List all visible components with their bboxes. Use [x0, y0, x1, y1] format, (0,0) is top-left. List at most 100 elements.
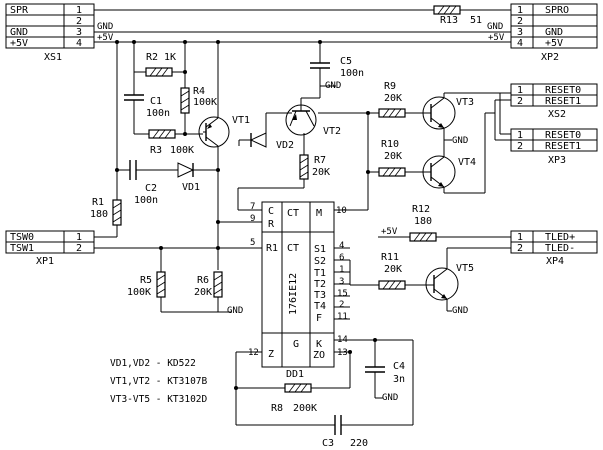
xs1-row2-pin: 2: [76, 16, 82, 27]
capacitor-c5: C5 100n GND: [310, 42, 364, 91]
xp1-row2-pin: 2: [76, 243, 82, 254]
ic-cell-t4: T4: [314, 301, 326, 312]
ic-cell-k: K: [316, 339, 322, 350]
xp2-row2-pin: 2: [517, 16, 523, 27]
r11-value: 20K: [384, 264, 402, 275]
gnd-label-left: GND: [97, 22, 113, 32]
xs2-ref: XS2: [548, 109, 566, 120]
diode-vd1: VD1: [177, 162, 200, 193]
resistor-r13: R13 51: [433, 5, 482, 26]
xp1-row1-name: TSW0: [10, 232, 34, 243]
gnd-label-r5r6: GND: [227, 306, 243, 316]
xp2-row3-name: GND: [545, 27, 563, 38]
r9-value: 20K: [384, 93, 402, 104]
ic-cell-z: Z: [268, 349, 274, 360]
c5-ref: C5: [340, 56, 352, 67]
c2-value: 100n: [134, 195, 158, 206]
notes: VD1,VD2 - KD522 VT1,VT2 - KT3107B VT3-VT…: [110, 358, 208, 405]
ic-pin-10: 10: [336, 206, 347, 216]
xp2-ref: XP2: [541, 52, 559, 63]
gnd-label-c4: GND: [382, 393, 398, 403]
r7-value: 20K: [312, 167, 330, 178]
plus5v-label-left: +5V: [97, 33, 114, 43]
ic-cell-f: F: [316, 313, 322, 324]
capacitor-c4: C4 3n GND: [365, 361, 405, 403]
transistor-vt1: VT1: [198, 42, 250, 170]
xp2-row4-name: +5V: [545, 38, 563, 49]
xp3-ref: XP3: [548, 155, 566, 166]
r5-value: 100K: [127, 287, 151, 298]
r7-ref: R7: [314, 155, 326, 166]
plus5v-label-right: +5V: [488, 33, 505, 43]
r3-value: 100K: [170, 145, 194, 156]
resistor-r5: R5 100K: [127, 271, 166, 298]
resistor-r1: R1 180: [90, 197, 122, 226]
xp2-row1-pin: 1: [517, 5, 523, 16]
note-vt1-vt2: VT1,VT2 - KT3107B: [110, 376, 208, 387]
ic-cell-r1: R1: [266, 243, 278, 254]
ic-pin-11: 11: [337, 312, 348, 322]
note-diodes: VD1,VD2 - KD522: [110, 358, 196, 369]
ic-cell-ct2: CT: [287, 243, 299, 254]
r4-value: 100K: [193, 97, 217, 108]
r8-value: 200K: [293, 403, 317, 414]
c2-ref: C2: [145, 183, 157, 194]
gnd-label-vt3: GND: [452, 136, 468, 146]
diode-vd2: VD2: [249, 132, 294, 151]
c3-ref: C3: [322, 438, 334, 449]
ic-cell-r: R: [268, 219, 275, 230]
gnd-label-right: GND: [487, 22, 503, 32]
resistor-r7: R7 20K: [299, 154, 330, 180]
resistor-r11: R11 20K: [378, 252, 406, 290]
ic-pin-13: 13: [337, 348, 348, 358]
xs1-ref: XS1: [44, 52, 62, 63]
r12-value: 180: [414, 216, 432, 227]
r10-value: 20K: [384, 151, 402, 162]
ic-cell-s1: S1: [314, 244, 326, 255]
r11-ref: R11: [381, 252, 399, 263]
xp2-row4-pin: 4: [517, 38, 523, 49]
capacitor-c3: C3 220: [322, 415, 368, 449]
xp4-ref: XP4: [546, 256, 564, 267]
transistor-vt4: VT4: [419, 155, 476, 189]
ic-pin-6: 6: [339, 253, 344, 263]
xs1-row3-pin: 3: [76, 27, 82, 38]
c4-value: 3n: [393, 374, 405, 385]
ic-pin-2: 2: [339, 300, 344, 310]
r5-ref: R5: [140, 275, 152, 286]
ic-pin-4: 4: [339, 241, 344, 251]
vt5-ref: VT5: [456, 263, 474, 274]
transistor-vt3: VT3: [419, 96, 474, 130]
ic-pin-3: 3: [339, 277, 344, 287]
vt3-ref: VT3: [456, 97, 474, 108]
transistor-vt2: VT2: [282, 86, 341, 137]
ic-cell-t2: T2: [314, 279, 326, 290]
ic-cell-s2: S2: [314, 256, 326, 267]
xp4-row1-pin: 1: [517, 232, 523, 243]
xs2-row1-pin: 1: [517, 85, 523, 96]
xp3-row1-name: RESET0: [545, 130, 581, 141]
connector-xp2: 1 SPRO 2 3 GND 4 +5V XP2: [510, 3, 598, 63]
vd1-ref: VD1: [182, 182, 200, 193]
capacitor-c2: C2 100n: [117, 160, 158, 206]
xs2-row2-name: RESET1: [545, 96, 581, 107]
vt2-ref: VT2: [323, 126, 341, 137]
ic-pin-12: 12: [248, 348, 259, 358]
resistor-r12: R12 180: [409, 204, 437, 242]
r4-ref: R4: [193, 86, 205, 97]
ic-cell-m: M: [316, 208, 322, 219]
ic-cell-ct1: CT: [287, 208, 299, 219]
ic-cell-c: C: [268, 206, 274, 217]
c5-value: 100n: [340, 68, 364, 79]
xp4-row1-name: TLED+: [545, 232, 575, 243]
resistor-r2: R2 1K: [145, 52, 176, 77]
connector-xp4: 1 TLED+ 2 TLED- XP4: [510, 230, 598, 267]
r1-value: 180: [90, 209, 108, 220]
xp4-row2-name: TLED-: [545, 243, 575, 254]
xs1-row4-name: +5V: [10, 38, 28, 49]
r3-ref: R3: [150, 145, 162, 156]
c4-ref: C4: [393, 361, 405, 372]
ic-part: 176IE12: [288, 273, 299, 315]
